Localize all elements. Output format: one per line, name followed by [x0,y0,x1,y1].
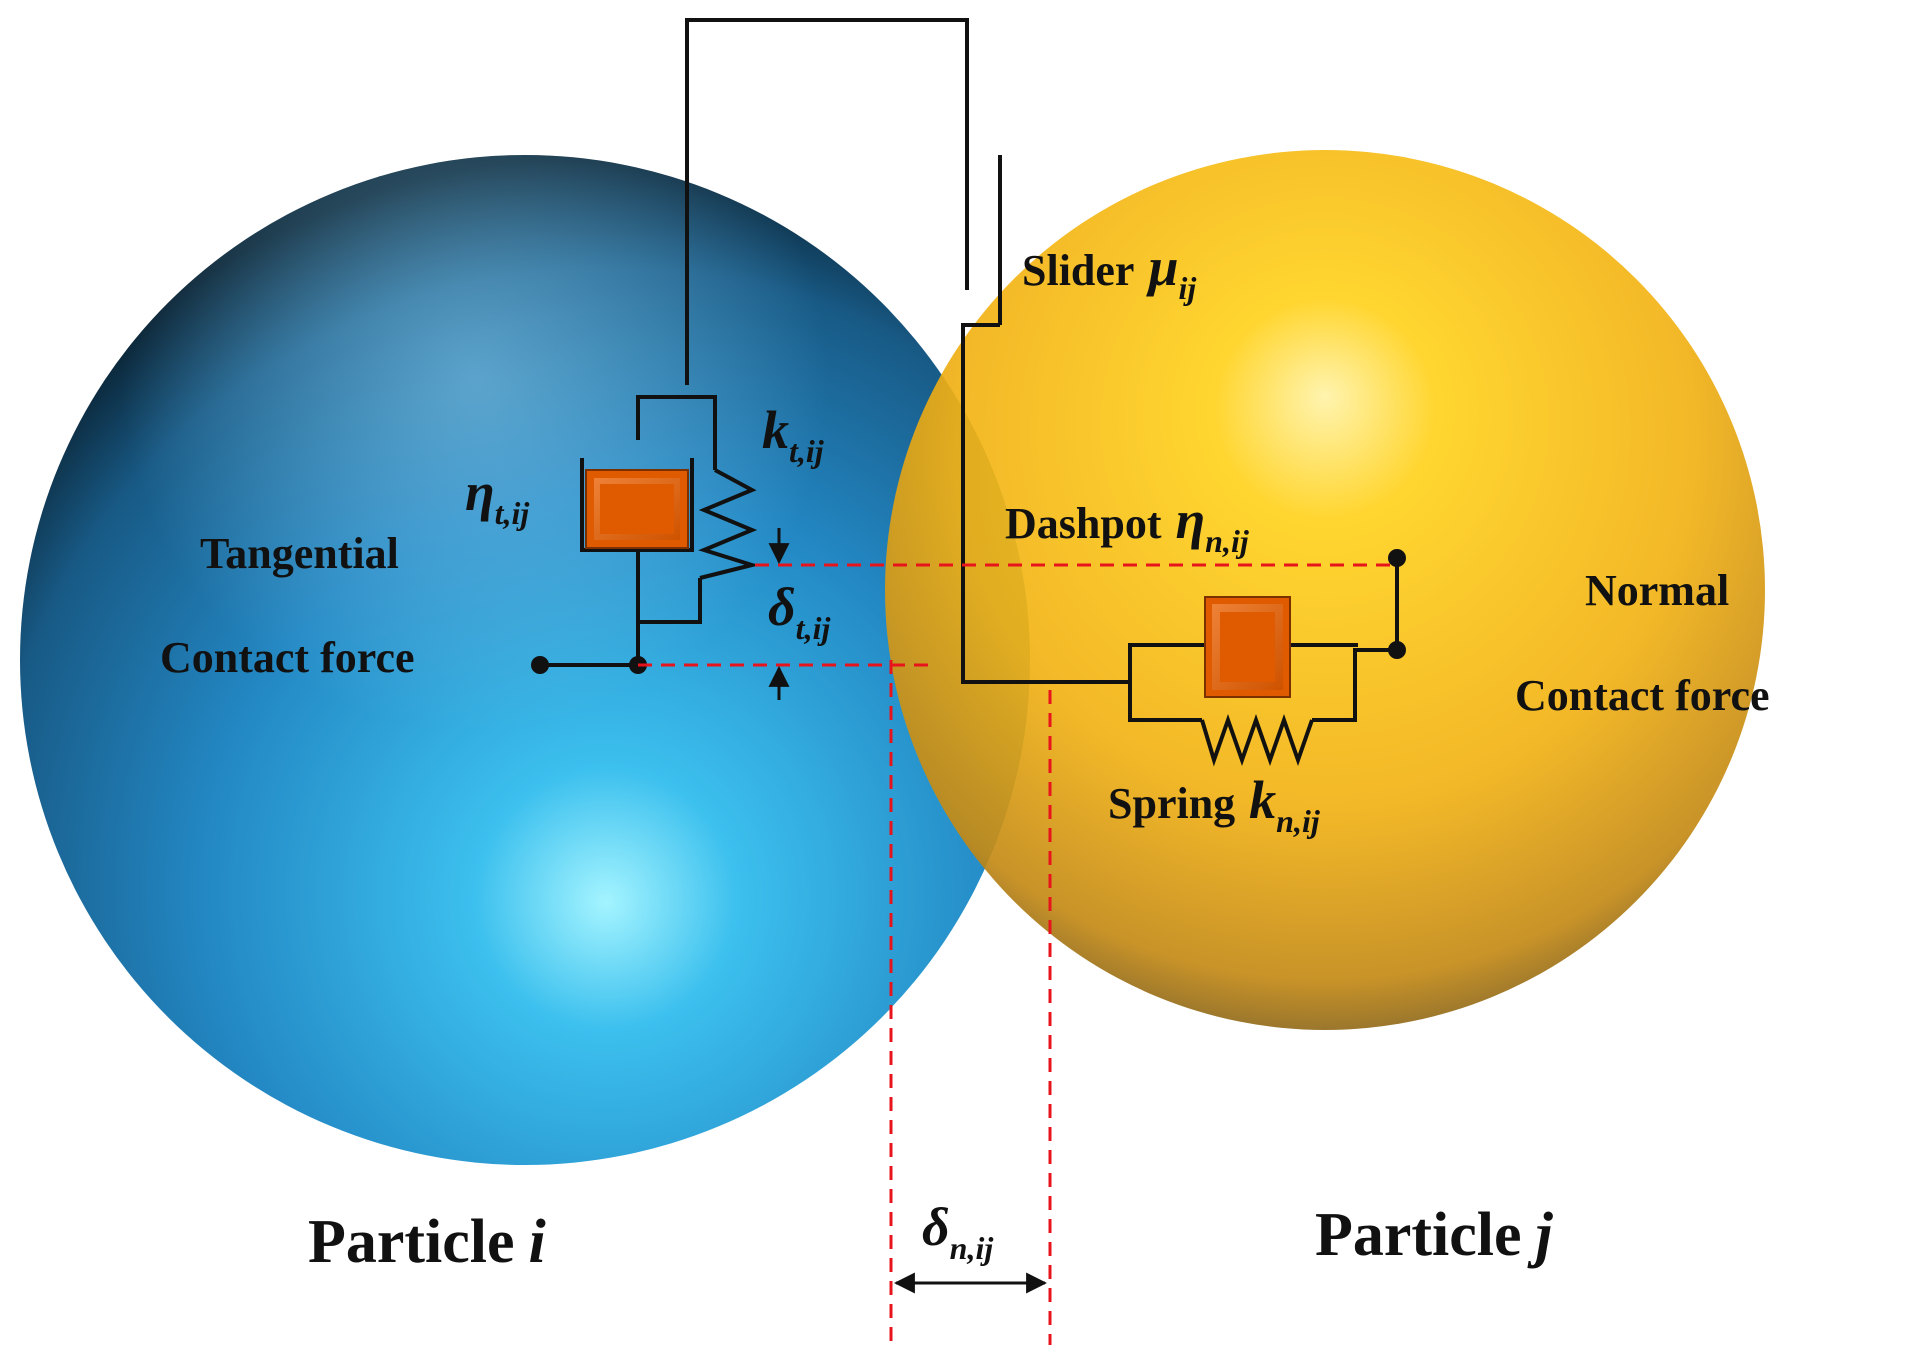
overlap-reference-lines [638,563,1397,1345]
normal-spring-symbol: k [1249,770,1276,830]
junction-dots [531,549,1406,674]
top-frame-wire [685,18,969,385]
tangential-dashpot [585,469,689,549]
tangential-top-bar [636,395,717,470]
slider-subscript: ij [1179,270,1197,306]
particle-i-symbol: i [529,1208,546,1276]
normal-dashpot-symbol: η [1176,490,1206,550]
normal-dashpot [1204,596,1291,698]
normal-spring-zigzag [1200,713,1314,767]
tangential-title-line1: Tangential [200,529,399,578]
particle-j-word: Particle [1315,1201,1522,1269]
slider-word: Slider [1022,246,1134,295]
particle-i-word: Particle [308,1208,515,1276]
particle-i-highlight [20,155,1030,1165]
slider-symbol: μ [1145,237,1178,297]
tangential-spring-symbol: k [762,400,789,460]
tangential-overlap-symbol: δ [768,577,796,637]
tangential-overlap-label: δt,ij [768,577,830,646]
contact-model-wires [540,18,1399,767]
tangential-spring-subscript: t,ij [789,433,824,469]
overlap-arrows [768,528,1048,1294]
normal-dashpot-word: Dashpot [1005,499,1162,548]
normal-top-dot [1388,549,1406,567]
normal-dashpot-subscript: n,ij [1205,523,1249,559]
slider-stem [961,323,1130,684]
normal-spring-subscript: n,ij [1276,803,1320,839]
tangential-dashpot-cup [580,458,694,552]
tangential-overlap-subscript: t,ij [796,610,831,646]
normal-bottom-dot [1388,641,1406,659]
normal-spring-bracket [1128,718,1202,722]
particle-j [885,150,1765,1030]
normal-overlap-subscript: n,ij [950,1230,994,1266]
tangential-spring-label: kt,ij [762,400,824,469]
normal-overlap-label: δn,ij [922,1197,993,1266]
tangential-title-line2: Contact force [160,633,415,682]
tangential-dashpot-subscript: t,ij [495,495,530,531]
normal-right-bar [1312,648,1395,722]
normal-spring-word: Spring [1108,779,1235,828]
tangential-bottom-bar [636,550,702,624]
tangential-spring-zigzag [698,468,760,580]
tangential-force-dot [531,656,549,674]
particle-i [20,155,1030,1165]
normal-title-line1: Normal [1585,566,1729,615]
normal-dashpot-label: Dashpot ηn,ij [1005,490,1249,559]
particle-j-symbol: j [1527,1201,1554,1269]
particle-j-sphere [885,150,1765,1030]
normal-overlap-symbol: δ [922,1197,950,1257]
tangential-dashpot-symbol: η [465,462,495,522]
normal-title-line2: Contact force [1515,671,1770,720]
tangential-dashpot-label: ηt,ij [465,462,529,531]
